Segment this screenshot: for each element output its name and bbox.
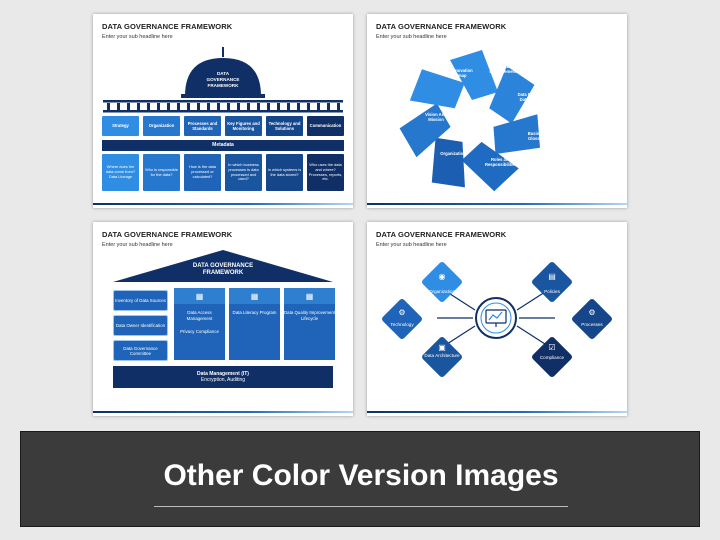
book-icon: ▦: [250, 292, 259, 301]
question-systems: In which systems is the data stored?: [266, 154, 303, 191]
left-item-owner: Data Owner Identification: [113, 315, 168, 336]
label-organization: Organization: [428, 289, 456, 294]
label-policies: Policies: [544, 289, 560, 294]
slide-title: DATA GOVERNANCE FRAMEWORK: [376, 230, 507, 239]
left-item-committee: Data Governance Committee: [113, 340, 168, 361]
question-lineage: Where does the data come from? Data Line…: [102, 154, 139, 191]
question-processed: How is the data processed or calculated?: [184, 154, 221, 191]
hub-arrows-graphic: [437, 291, 555, 345]
segment-quality-measurement: Data Quality Measurement: [489, 63, 517, 74]
label-data-architecture: Data Architecture: [424, 353, 460, 358]
column-header: [284, 288, 335, 304]
slide-title: DATA GOVERNANCE FRAMEWORK: [102, 230, 233, 239]
slide-thumbnail-2[interactable]: DATA GOVERNANCE FRAMEWORK Enter your sub…: [367, 14, 627, 208]
category-communication: Communication: [307, 116, 344, 136]
slide-subtitle: Enter your sub headline here: [102, 242, 173, 248]
column-label: Data Access Management: [186, 310, 213, 321]
column-quality-lifecycle: ▦ Data Quality Improvement Lifecycle: [284, 288, 335, 360]
question-responsible: Who is responsible for the data?: [143, 154, 180, 191]
segment-policies-standards: Data Policies and Data Standards: [517, 91, 553, 102]
label-technology: Technology: [390, 322, 414, 327]
column-access-management: ▦ Data Access Management Privacy Complia…: [174, 288, 225, 360]
column-literacy-program: ▦ Data Literacy Program: [229, 288, 280, 360]
dome-label: DATA GOVERNANCE FRAMEWORK: [206, 71, 240, 88]
left-item-inventory: Inventory of Data Sources: [113, 290, 168, 311]
segment-vision-mission: Vision And Mission: [425, 111, 447, 122]
slide-accent-line: [367, 411, 627, 413]
banner-divider: [154, 506, 568, 507]
question-uses: Who uses the data and where? Processes, …: [307, 154, 344, 191]
dome-graphic: [103, 47, 343, 113]
people-icon: ◉: [438, 272, 446, 281]
slide-thumbnail-1[interactable]: DATA GOVERNANCE FRAMEWORK Enter your sub…: [93, 14, 353, 208]
gears-icon: ⚙: [588, 308, 596, 317]
category-processes: Processes and Standards: [184, 116, 221, 136]
slide-accent-line: [93, 203, 353, 205]
color-versions-banner: Other Color Version Images: [20, 431, 700, 527]
category-key-figures: Key Figures and Monitoring: [225, 116, 262, 136]
slide-subtitle: Enter your sub headline here: [376, 242, 447, 248]
slide-accent-line: [367, 203, 627, 205]
document-icon: ▤: [548, 272, 556, 281]
lock-icon: ▦: [195, 292, 204, 301]
gear-icon: ⚙: [398, 308, 406, 317]
cycle-wheel-graphic: [399, 50, 540, 192]
base-label: Data Management (IT): [197, 370, 249, 377]
question-business-processes: In which business processes is data proc…: [225, 154, 262, 191]
category-strategy: Strategy: [102, 116, 139, 136]
segment-organization: Organization: [440, 151, 466, 157]
label-processes: Processes: [581, 322, 603, 327]
metadata-bar: Metadata: [102, 140, 344, 151]
column-header: [174, 288, 225, 304]
base-sub: Encryption, Auditing: [200, 377, 246, 383]
checklist-icon: ☑: [548, 343, 556, 352]
column-sub: Privacy Compliance: [180, 329, 219, 335]
label-compliance: Compliance: [539, 355, 565, 360]
slide-title: DATA GOVERNANCE FRAMEWORK: [376, 22, 507, 31]
slide-subtitle: Enter your sub headline here: [376, 34, 447, 40]
roof-label: DATA GOVERNANCE FRAMEWORK: [192, 262, 254, 277]
database-icon: ▣: [438, 343, 446, 352]
segment-innovation-roadmap: Data Innovation Roadmap: [441, 67, 473, 78]
segment-roles-responsibilities: Roles and Responsibilities: [484, 156, 518, 167]
column-label: Data Literacy Program: [232, 310, 277, 315]
roof-graphic: [113, 250, 333, 282]
column-label: Data Quality Improvement Lifecycle: [284, 310, 336, 321]
category-technology: Technology and Solutions: [266, 116, 303, 136]
slide-thumbnail-3[interactable]: DATA GOVERNANCE FRAMEWORK Enter your sub…: [93, 222, 353, 416]
base-bar: Data Management (IT) Encryption, Auditin…: [113, 366, 333, 388]
slide-accent-line: [93, 411, 353, 413]
shield-icon: ▦: [305, 292, 314, 301]
slide-title: DATA GOVERNANCE FRAMEWORK: [102, 22, 233, 31]
column-header: [229, 288, 280, 304]
slide-thumbnail-4[interactable]: DATA GOVERNANCE FRAMEWORK Enter your sub…: [367, 222, 627, 416]
category-organization: Organization: [143, 116, 180, 136]
segment-business-glossary: Business Glossary: [527, 130, 547, 141]
banner-title: Other Color Version Images: [163, 459, 559, 492]
slide-subtitle: Enter your sub headline here: [102, 34, 173, 40]
